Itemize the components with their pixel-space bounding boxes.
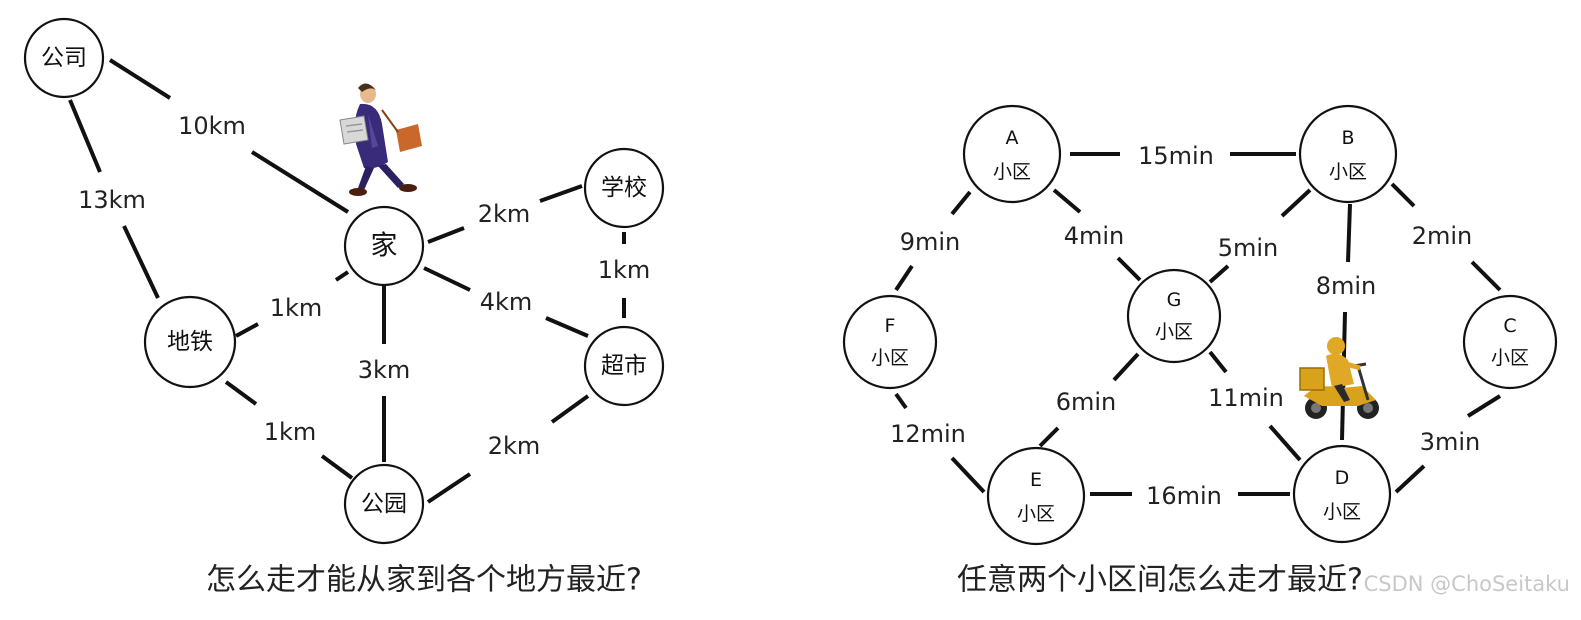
svg-text:地铁: 地铁	[167, 329, 213, 355]
edge-B-C-seg2	[1472, 262, 1500, 290]
edge-B-G-seg1	[1282, 190, 1310, 216]
node-park: 公园	[345, 465, 423, 543]
svg-text:家: 家	[371, 231, 398, 262]
edge-G-E-seg2	[1040, 428, 1058, 446]
weight-home-supermarket: 4km	[480, 288, 533, 316]
node-E: E 小区	[988, 448, 1084, 544]
weight-subway-park: 1km	[264, 418, 317, 446]
edge-home-school-seg1	[428, 228, 464, 242]
svg-text:小区: 小区	[993, 161, 1031, 183]
edge-home-subway	[336, 272, 348, 280]
svg-text:小区: 小区	[1491, 347, 1529, 369]
weight-A-F: 9min	[900, 228, 961, 256]
weight-company-home: 10km	[178, 112, 246, 140]
edge-B-C-seg1	[1392, 184, 1414, 206]
weight-F-E: 12min	[890, 420, 966, 448]
edge-company-subway-seg1	[70, 100, 100, 172]
node-D: D 小区	[1294, 446, 1390, 542]
edge-company-home-seg1	[110, 60, 170, 98]
edge-G-D-seg1	[1210, 352, 1226, 372]
walking-man-icon	[340, 83, 422, 196]
edge-G-E-seg1	[1114, 354, 1138, 380]
svg-text:E: E	[1030, 469, 1042, 491]
weight-home-subway: 1km	[270, 294, 323, 322]
edge-company-home-seg2	[252, 152, 348, 212]
node-supermarket: 超市	[585, 327, 663, 405]
weight-home-school: 2km	[478, 200, 531, 228]
edge-supermarket-park-seg1	[552, 396, 588, 422]
edge-B-G-seg2	[1210, 266, 1228, 282]
weight-G-E: 6min	[1056, 388, 1117, 416]
edge-F-E-seg1	[896, 394, 906, 408]
node-company: 公司	[25, 19, 103, 97]
weight-B-C: 2min	[1412, 222, 1473, 250]
left-nodes: 公司 家 学校 地铁 超市 公园	[25, 19, 663, 543]
edge-C-D-seg2	[1396, 466, 1424, 492]
svg-text:公司: 公司	[41, 45, 87, 71]
weight-G-D: 11min	[1208, 384, 1284, 412]
left-graph: 10km 13km 2km 1km 1km 4km 3km 1km 2km 公司…	[25, 19, 663, 598]
edge-home-subway-seg2	[236, 324, 258, 336]
weight-company-subway: 13km	[78, 186, 146, 214]
edge-A-G-seg1	[1054, 190, 1080, 212]
left-caption: 怎么走才能从家到各个地方最近?	[206, 563, 642, 598]
node-F: F 小区	[844, 296, 936, 388]
node-subway: 地铁	[145, 297, 235, 387]
weight-supermarket-park: 2km	[488, 432, 541, 460]
node-school: 学校	[585, 149, 663, 227]
node-home: 家	[345, 207, 423, 285]
svg-text:D: D	[1335, 467, 1350, 489]
node-C: C 小区	[1464, 296, 1556, 388]
edge-C-D-seg1	[1468, 396, 1500, 416]
edge-subway-park-seg1	[226, 382, 256, 404]
weight-E-D: 16min	[1146, 482, 1222, 510]
svg-text:小区: 小区	[1155, 321, 1193, 343]
watermark: CSDN @ChoSeitaku	[1364, 572, 1570, 596]
weight-C-D: 3min	[1420, 428, 1481, 456]
svg-text:小区: 小区	[1323, 501, 1361, 523]
svg-text:学校: 学校	[601, 175, 647, 201]
edge-supermarket-park-seg2	[428, 474, 470, 502]
svg-text:小区: 小区	[871, 347, 909, 369]
edge-subway-park-seg2	[322, 456, 352, 478]
svg-text:超市: 超市	[601, 353, 647, 379]
edge-company-subway-seg2	[124, 226, 158, 298]
weight-B-D: 8min	[1316, 272, 1377, 300]
edge-A-F-seg2	[896, 266, 912, 290]
right-nodes: A 小区 B 小区 C 小区 D 小区 E 小区	[844, 106, 1556, 544]
weight-A-G: 4min	[1064, 222, 1125, 250]
edge-home-school-seg2	[540, 186, 582, 201]
svg-text:C: C	[1503, 315, 1516, 337]
edge-home-supermarket-seg1	[424, 268, 470, 290]
svg-text:小区: 小区	[1017, 503, 1055, 525]
svg-text:A: A	[1006, 127, 1019, 149]
delivery-rider-icon	[1300, 337, 1379, 419]
weight-home-park: 3km	[358, 356, 411, 384]
edge-F-E-seg2	[952, 458, 984, 492]
svg-text:B: B	[1341, 127, 1354, 149]
weight-B-G: 5min	[1218, 234, 1279, 262]
svg-text:G: G	[1167, 289, 1182, 311]
edge-G-D-seg2	[1270, 426, 1300, 460]
edge-A-F-seg1	[952, 192, 970, 214]
weight-A-B: 15min	[1138, 142, 1214, 170]
node-A: A 小区	[964, 106, 1060, 202]
edge-B-D-seg1	[1348, 204, 1350, 262]
right-graph: 15min 9min 4min 5min 2min 8min 3min 12mi…	[844, 106, 1556, 598]
edge-home-supermarket-seg2	[546, 318, 588, 336]
edge-A-G-seg2	[1118, 258, 1140, 280]
node-G: G 小区	[1128, 270, 1220, 362]
svg-text:公园: 公园	[361, 491, 407, 517]
svg-text:小区: 小区	[1329, 161, 1367, 183]
right-caption: 任意两个小区间怎么走才最近?	[957, 563, 1363, 598]
weight-school-supermarket: 1km	[598, 256, 651, 284]
svg-text:F: F	[885, 315, 896, 337]
node-B: B 小区	[1300, 106, 1396, 202]
